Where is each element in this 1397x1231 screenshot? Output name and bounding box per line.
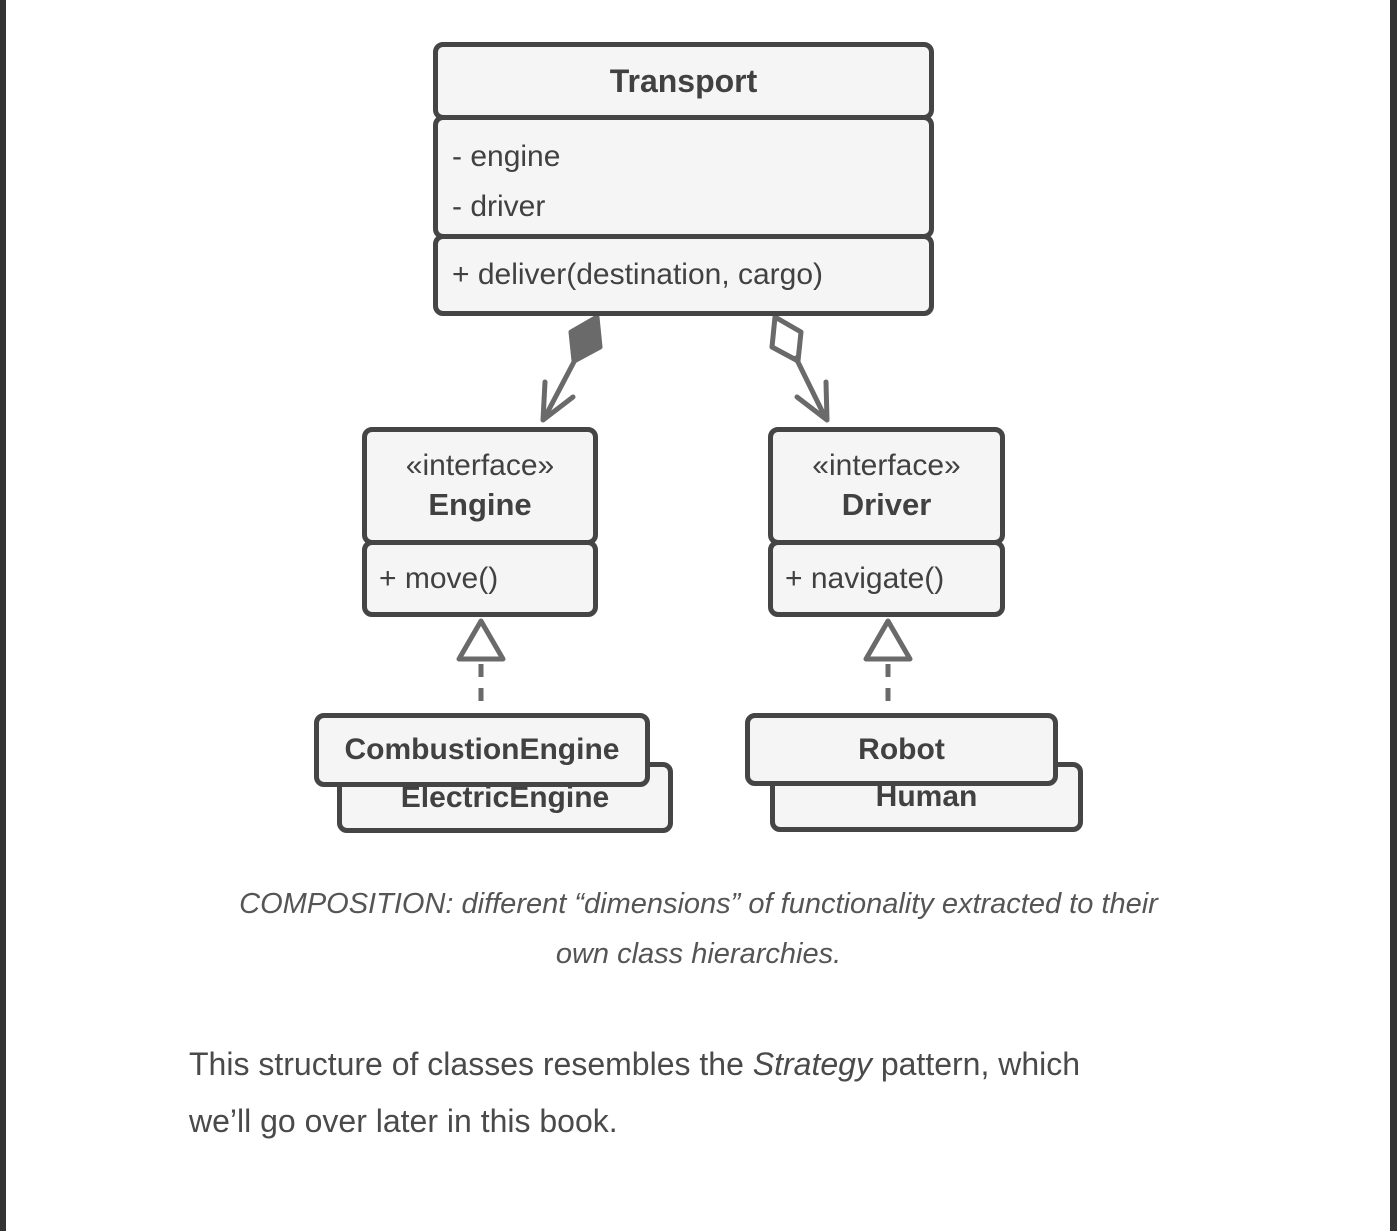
class-box-transport: Transport - engine - driver + deliver(de… [433, 42, 934, 316]
hollow-triangle-icon [863, 618, 913, 662]
class-box-combustion-engine: CombustionEngine [314, 713, 650, 787]
composition-connector [540, 314, 603, 423]
composition-diamond-icon [568, 314, 603, 364]
caption-line-1: COMPOSITION: different “dimensions” of f… [239, 888, 1158, 920]
paragraph-text: This structure of classes resembles the [189, 1046, 753, 1082]
aggregation-connector [769, 314, 830, 423]
class-fields: - engine - driver [433, 115, 934, 239]
uml-connectors [456, 314, 913, 711]
interface-title-block: «interface» Driver [768, 427, 1005, 545]
body-paragraph: This structure of classes resembles the … [189, 1036, 1259, 1150]
interface-name: Driver [841, 487, 932, 522]
interface-method: + navigate() [768, 540, 1005, 617]
aggregation-diamond-icon [769, 314, 804, 364]
hollow-triangle-icon [456, 618, 506, 662]
field-driver: - driver [452, 190, 546, 223]
open-arrowhead-icon [794, 379, 830, 423]
figure-caption: COMPOSITION: different “dimensions” of f… [0, 879, 1397, 979]
open-arrowhead-icon [540, 379, 576, 423]
paragraph-text: pattern, which [871, 1046, 1081, 1082]
realization-connector-left [456, 618, 506, 711]
class-title: Transport [433, 42, 934, 120]
paragraph-italic-term: Strategy [752, 1046, 872, 1082]
interface-box-engine: «interface» Engine + move() [362, 427, 598, 617]
interface-stereotype: «interface» [812, 449, 961, 482]
interface-title-block: «interface» Engine [362, 427, 598, 545]
realization-connector-right [863, 618, 913, 711]
interface-method: + move() [362, 540, 598, 617]
field-engine: - engine [452, 140, 561, 173]
class-box-robot: Robot [745, 713, 1058, 786]
right-edge-bar [1390, 0, 1397, 1231]
interface-stereotype: «interface» [405, 449, 555, 482]
class-method: + deliver(destination, cargo) [433, 234, 934, 316]
caption-line-2: own class hierarchies. [555, 938, 842, 970]
interface-name: Engine [428, 487, 532, 522]
paragraph-line-1: This structure of classes resembles the … [189, 1036, 1259, 1093]
interface-box-driver: «interface» Driver + navigate() [768, 427, 1005, 617]
left-edge-bar [0, 0, 6, 1231]
paragraph-line-2: we’ll go over later in this book. [189, 1103, 618, 1139]
